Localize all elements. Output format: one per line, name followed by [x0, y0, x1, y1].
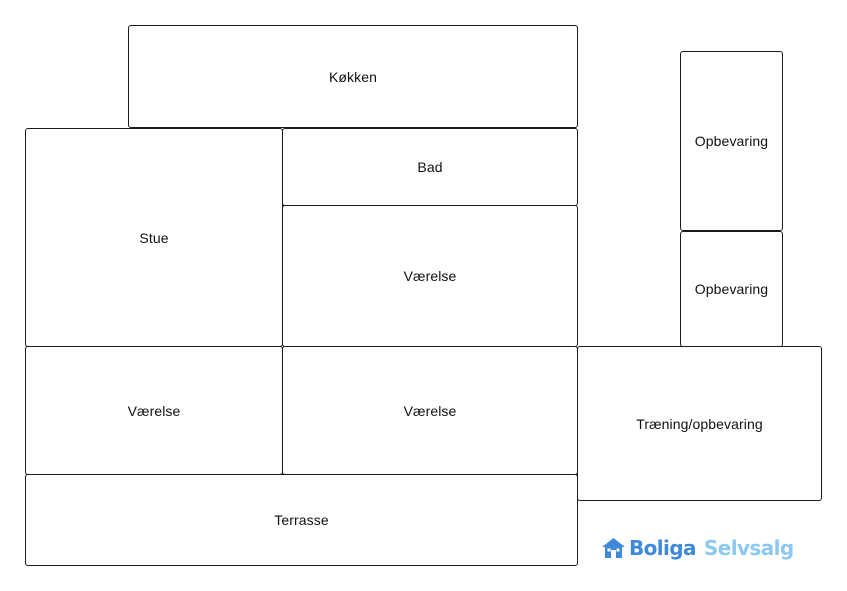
room-bathroom: Bad: [282, 128, 578, 206]
room-bedroom-right: Værelse: [282, 346, 578, 475]
room-label-bedroom-middle: Værelse: [403, 268, 457, 284]
room-label-living: Stue: [139, 229, 169, 246]
room-living: Stue: [25, 128, 283, 347]
room-label-bathroom: Bad: [417, 159, 443, 175]
room-gym-storage: Træning/opbevaring: [577, 346, 822, 501]
room-label-terrace: Terrasse: [274, 512, 329, 528]
logo-word-selvsalg: Selvsalg: [703, 536, 794, 560]
room-terrace: Terrasse: [25, 474, 578, 566]
house-icon: [601, 537, 626, 559]
room-storage-upper: Opbevaring: [680, 51, 783, 231]
logo-word-boliga: Boliga: [629, 536, 697, 560]
room-bedroom-left: Værelse: [25, 346, 283, 475]
room-storage-lower: Opbevaring: [680, 231, 783, 347]
room-label-storage-lower: Opbevaring: [694, 281, 769, 297]
room-label-storage-upper: Opbevaring: [694, 133, 769, 149]
room-kitchen: Køkken: [128, 25, 578, 128]
room-label-kitchen: Køkken: [328, 68, 378, 85]
brand-logo: Boliga Selvsalg: [601, 533, 794, 563]
room-label-gym-storage: Træning/opbevaring: [636, 415, 763, 432]
room-label-bedroom-right: Værelse: [403, 402, 457, 419]
room-bedroom-middle: Værelse: [282, 205, 578, 347]
room-label-bedroom-left: Værelse: [127, 402, 181, 419]
